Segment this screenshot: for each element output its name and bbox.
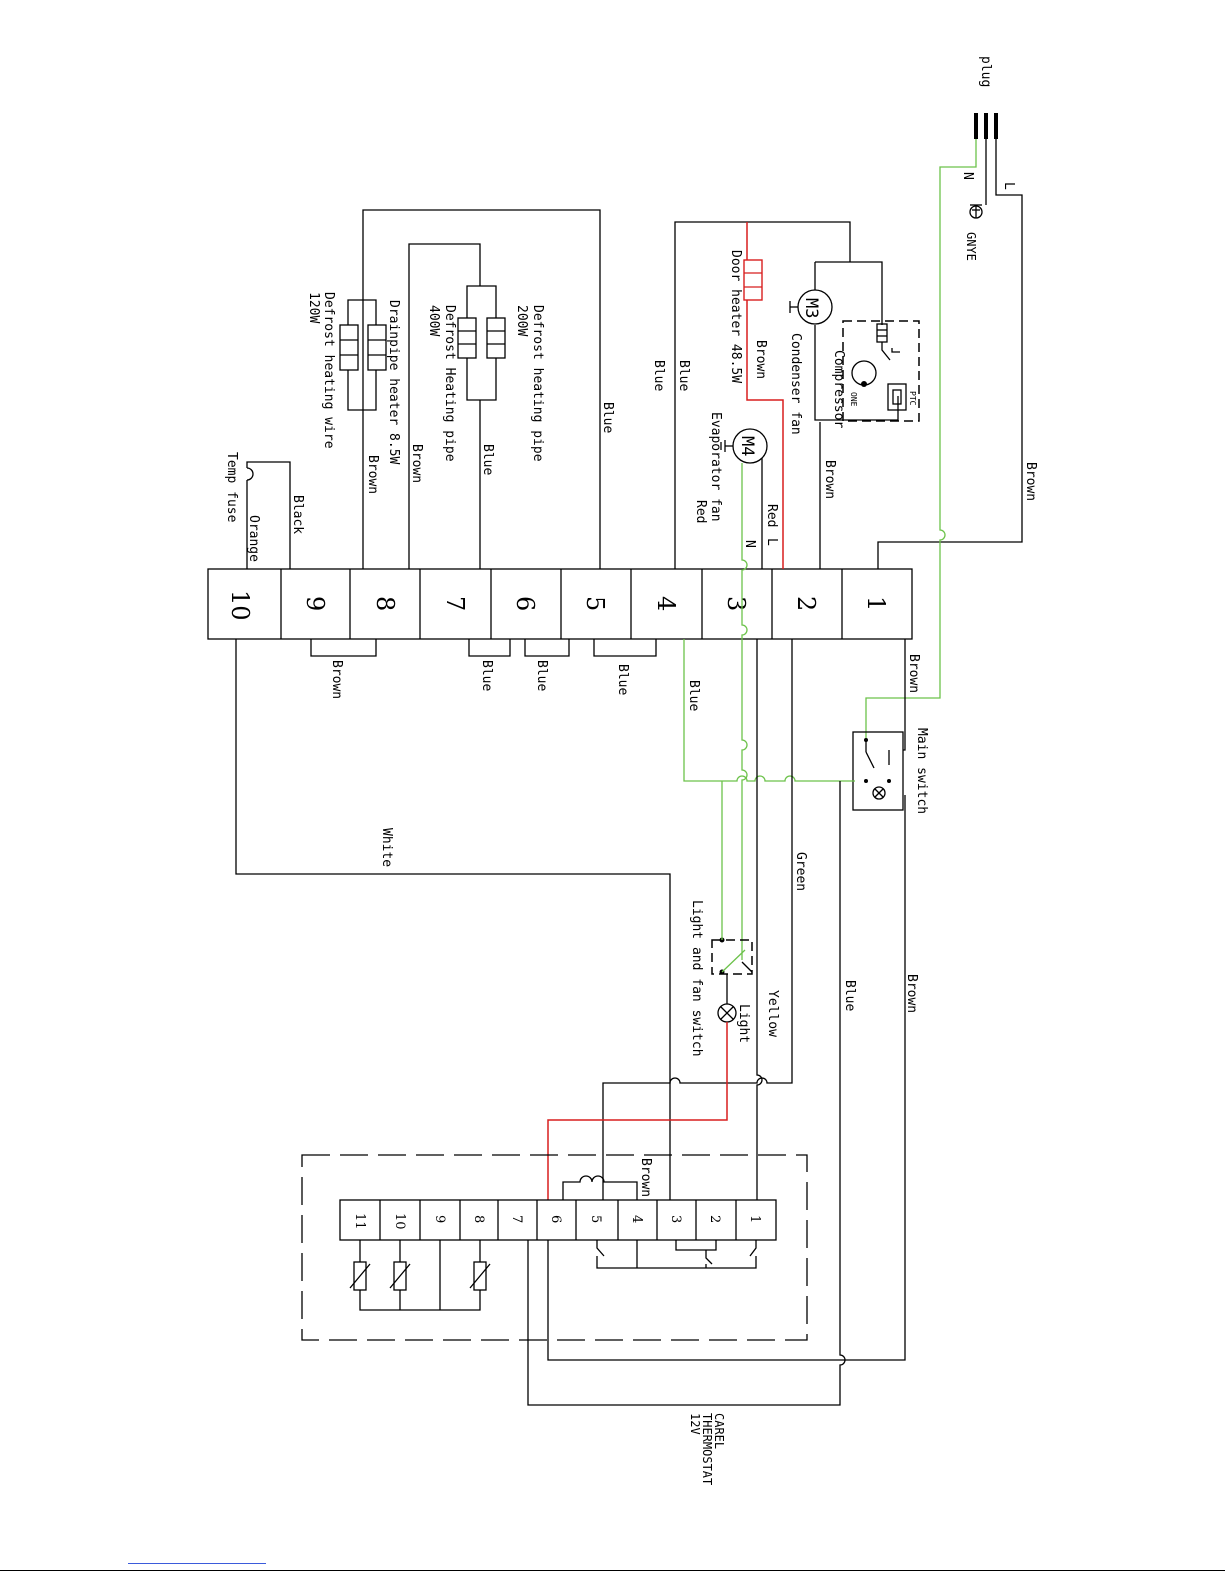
- wire-label-blue-t5: Blue: [600, 402, 615, 433]
- terminal-2: 2: [792, 596, 820, 611]
- wire-label-orange: Orange: [246, 515, 261, 562]
- door-heater-label: Door heater 48.5W: [728, 250, 743, 383]
- terminal-3: 3: [722, 596, 750, 611]
- wire-label-brown-main: Brown: [906, 654, 921, 693]
- thermostat-name-line1: CAREL: [712, 1413, 726, 1449]
- wire-label-white: White: [379, 828, 394, 867]
- compressor-one-label: ONE: [849, 392, 858, 407]
- light-and-fan-switch-label: Light and fan switch: [689, 900, 704, 1057]
- main-switch-label: Main switch: [914, 728, 929, 814]
- wire-label-n: N: [742, 540, 757, 548]
- light-label: Light: [736, 1004, 751, 1043]
- wire-label-brown-t8: Brown: [365, 455, 380, 494]
- wire-label-brown-t7: Brown: [409, 444, 424, 483]
- light-bulb-icon: [717, 1003, 737, 1023]
- defrost-heating-pipe-400-label: Defrost Heating pipe: [442, 305, 457, 462]
- thermostat-terminal-7: 7: [509, 1215, 524, 1223]
- defrost-heating-pipe-200-watt: 200W: [514, 305, 529, 336]
- ground-icon: [969, 204, 983, 219]
- thermostat-terminal-8: 8: [471, 1215, 486, 1223]
- wire-label-blue-jumper-4-5: Blue: [615, 664, 630, 695]
- wire-label-black: Black: [290, 495, 305, 534]
- thermostat-terminal-3: 3: [668, 1215, 683, 1223]
- evaporator-fan-motor: M4: [720, 428, 768, 464]
- thermostat-terminal-5: 5: [588, 1215, 603, 1223]
- compressor: ONE PTC: [842, 320, 920, 422]
- main-switch[interactable]: [852, 731, 904, 811]
- wire-label-red-evap: Red: [693, 500, 708, 523]
- defrost-heating-wire-heaters: [339, 299, 387, 411]
- condenser-fan-label: Condenser fan: [788, 333, 803, 435]
- terminal-9: 9: [301, 596, 329, 611]
- terminal-1: 1: [862, 596, 890, 611]
- wire-label-brown-jumper-8-9: Brown: [329, 660, 344, 699]
- thermostat-terminal-10: 10: [392, 1213, 407, 1230]
- plug-pin-l: L: [1001, 182, 1016, 190]
- wire-label-blue-t6: Blue: [480, 444, 495, 475]
- wire-label-blue-t4-upper: Blue: [676, 360, 691, 391]
- condenser-motor-label: M3: [801, 298, 821, 318]
- light-and-fan-switch[interactable]: [711, 937, 753, 975]
- evaporator-motor-label: M4: [737, 436, 757, 456]
- thermostat-terminal-2: 2: [707, 1215, 722, 1223]
- carel-thermostat: 11 10 9 8 7 6 5 4 3 2 1 Brown: [301, 1154, 808, 1341]
- wire-label-blue-jumper-5-6: Blue: [534, 660, 549, 691]
- wire-label-yellow: Yellow: [765, 990, 780, 1037]
- drainpipe-heater-label: Drainpipe heater 8.5W: [386, 300, 401, 465]
- wire-label-blue-jumper-6-7: Blue: [479, 660, 494, 691]
- compressor-ptc-label: PTC: [908, 391, 917, 406]
- wire-label-green: Green: [793, 852, 808, 891]
- plug-label: plug: [978, 56, 993, 87]
- wire-label-blue-t4-lower: Blue: [686, 680, 701, 711]
- wire-label-blue-t4-outer: Blue: [651, 360, 666, 391]
- evaporator-fan-label: Evaporator fan: [708, 412, 723, 522]
- condenser-fan-motor: M3: [789, 289, 833, 325]
- wire-label-l: L: [764, 538, 779, 546]
- wire-label-blue-right: Blue: [842, 980, 857, 1011]
- wire-label-brown-thermostat: Brown: [638, 1158, 653, 1197]
- thermostat-name-line2: THERMOSTAT: [700, 1413, 714, 1485]
- door-heater: [743, 259, 763, 301]
- defrost-heating-pipe-200-label: Defrost heating pipe: [530, 305, 545, 462]
- temp-fuse-label: Temp fuse: [224, 452, 239, 523]
- terminal-5: 5: [581, 596, 609, 611]
- thermostat-terminal-4: 4: [629, 1215, 644, 1223]
- terminal-block: 10 9 8 7 6 5 4 3 2 1: [207, 568, 913, 640]
- terminal-7: 7: [441, 596, 469, 611]
- plug: plug L N GNYE: [960, 56, 1016, 261]
- wire-label-brown-plug: Brown: [1023, 462, 1038, 501]
- terminal-10: 10: [226, 590, 254, 621]
- wire-label-brown-t2: Brown: [822, 460, 837, 499]
- defrost-heating-pipe-400-watt: 400W: [426, 305, 441, 336]
- thermostat-name-line3: 12V: [688, 1413, 702, 1435]
- thermostat-terminal-11: 11: [352, 1213, 367, 1230]
- terminal-6: 6: [511, 596, 539, 611]
- page-footer-rule: [0, 1570, 1225, 1571]
- plug-pin-n: N: [960, 172, 975, 180]
- terminal-8: 8: [371, 596, 399, 611]
- terminal-4: 4: [652, 596, 680, 611]
- wire-label-brown-right: Brown: [904, 974, 919, 1013]
- compressor-label: Compressor: [831, 350, 846, 428]
- thermostat-terminal-9: 9: [432, 1215, 447, 1223]
- wire-label-brown-door: Brown: [753, 340, 768, 379]
- defrost-heating-wire-label: Defrost heating wire: [321, 292, 336, 449]
- thermostat-terminal-1: 1: [747, 1215, 762, 1223]
- thermostat-terminal-6: 6: [548, 1215, 563, 1223]
- wire-label-red-door: Red: [764, 504, 779, 527]
- defrost-heating-wire-watt: 120W: [306, 292, 321, 323]
- plug-gnye-label: GNYE: [964, 232, 978, 261]
- defrost-heating-pipe-heaters: [457, 285, 506, 401]
- footer-link-underline[interactable]: [128, 1563, 266, 1564]
